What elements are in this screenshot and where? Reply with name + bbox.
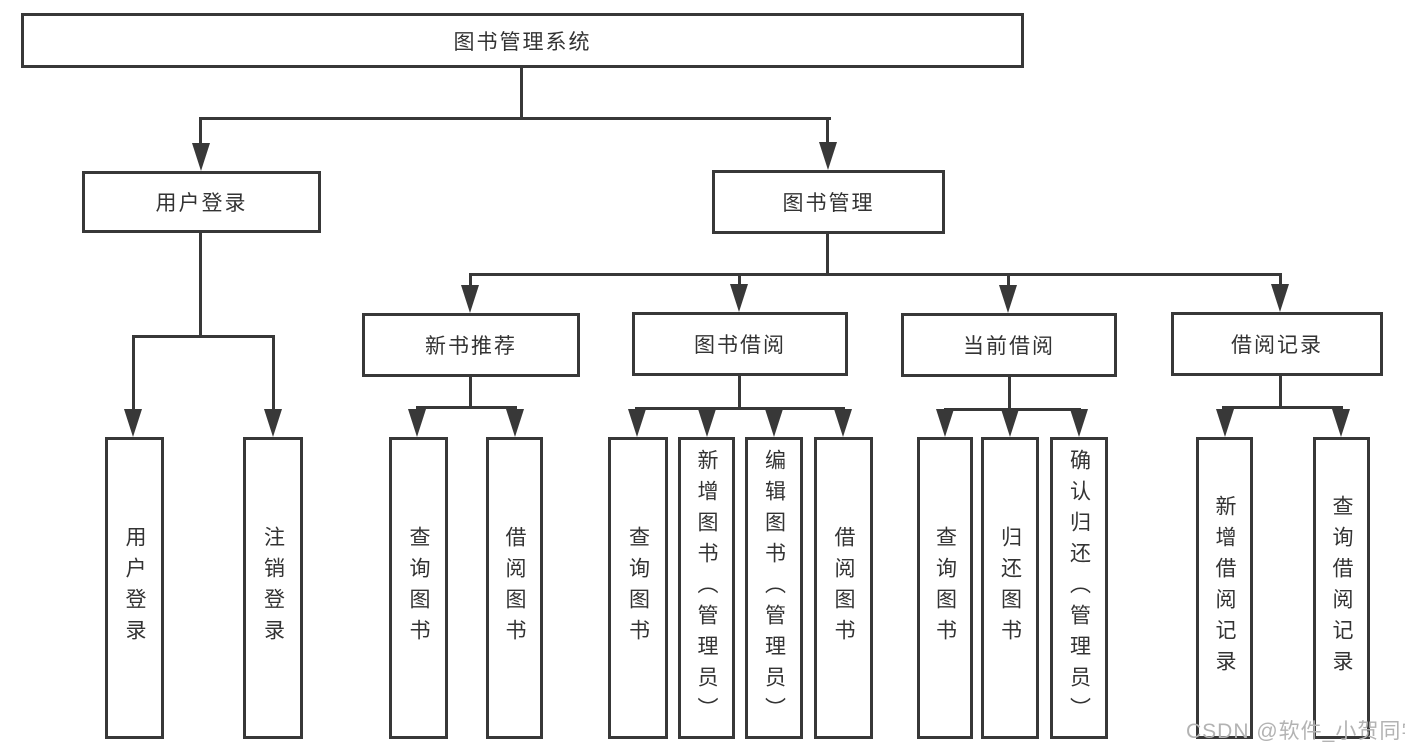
node-leaf-logout: 注销登录 <box>243 437 303 739</box>
connector-g3-split <box>635 407 844 410</box>
node-leaf-add-borrow-record: 新增借阅记录 <box>1196 437 1253 739</box>
connector-root-drop <box>520 66 523 118</box>
connector-l3-stem <box>1279 273 1282 287</box>
connector-book-borrow-drop <box>738 376 741 409</box>
node-leaf-borrow-books-recommend: 借阅图书 <box>486 437 543 739</box>
arrowhead-icon <box>730 284 748 312</box>
arrowhead-icon <box>461 285 479 313</box>
node-leaf-user-login: 用户登录 <box>105 437 164 739</box>
connector-l3-stem <box>1007 273 1010 287</box>
arrowhead-icon <box>1332 409 1350 437</box>
connector-l3-split <box>469 273 1282 276</box>
node-leaf-query-books-current: 查询图书 <box>917 437 973 739</box>
connector-g1-split <box>132 335 275 338</box>
connector-g2-split <box>416 406 517 409</box>
arrowhead-icon <box>124 409 142 437</box>
node-leaf-confirm-return-admin: 确认归还（管理员） <box>1050 437 1108 739</box>
node-leaf-query-books-borrow: 查询图书 <box>608 437 668 739</box>
arrowhead-icon <box>408 409 426 437</box>
node-book-management: 图书管理 <box>712 170 945 234</box>
connector-l1-split <box>199 117 831 120</box>
connector-l3-stem <box>738 273 741 287</box>
arrowhead-icon <box>1216 409 1234 437</box>
node-current-borrow: 当前借阅 <box>901 313 1117 377</box>
connector-book-mgmt-drop <box>826 234 829 275</box>
connector-stem-book-mgmt <box>826 117 829 146</box>
connector-borrow-record-drop <box>1279 376 1282 407</box>
arrowhead-icon <box>834 409 852 437</box>
node-leaf-edit-books-admin: 编辑图书（管理员） <box>745 437 803 739</box>
arrowhead-icon <box>765 409 783 437</box>
node-borrow-record: 借阅记录 <box>1171 312 1383 376</box>
connector-new-book-drop <box>469 377 472 408</box>
connector-g1-stem <box>132 335 135 411</box>
arrowhead-icon <box>264 409 282 437</box>
arrowhead-icon <box>1271 284 1289 312</box>
node-leaf-query-borrow-record: 查询借阅记录 <box>1313 437 1370 739</box>
connector-stem-user-login <box>199 117 202 146</box>
arrowhead-icon <box>1070 409 1088 437</box>
connector-g1-stem <box>272 335 275 411</box>
node-user-login: 用户登录 <box>82 171 321 233</box>
watermark: CSDN @软件_小贺同学 <box>1186 720 1405 743</box>
connector-g5-split <box>1222 406 1342 409</box>
node-leaf-borrow-books: 借阅图书 <box>814 437 873 739</box>
node-leaf-return-books: 归还图书 <box>981 437 1039 739</box>
arrowhead-icon <box>698 409 716 437</box>
arrowhead-icon <box>628 409 646 437</box>
node-new-book-recommend: 新书推荐 <box>362 313 580 377</box>
arrowhead-icon <box>506 409 524 437</box>
arrowhead-icon <box>819 142 837 170</box>
node-root: 图书管理系统 <box>21 13 1024 68</box>
connector-user-login-drop <box>199 233 202 335</box>
arrowhead-icon <box>936 409 954 437</box>
arrowhead-icon <box>999 285 1017 313</box>
node-leaf-query-books-recommend: 查询图书 <box>389 437 448 739</box>
connector-current-borrow-drop <box>1008 377 1011 410</box>
node-leaf-add-books-admin: 新增图书（管理员） <box>678 437 735 739</box>
connector-l3-stem <box>469 273 472 287</box>
arrowhead-icon <box>1001 409 1019 437</box>
node-book-borrow: 图书借阅 <box>632 312 848 376</box>
arrowhead-icon <box>192 143 210 171</box>
